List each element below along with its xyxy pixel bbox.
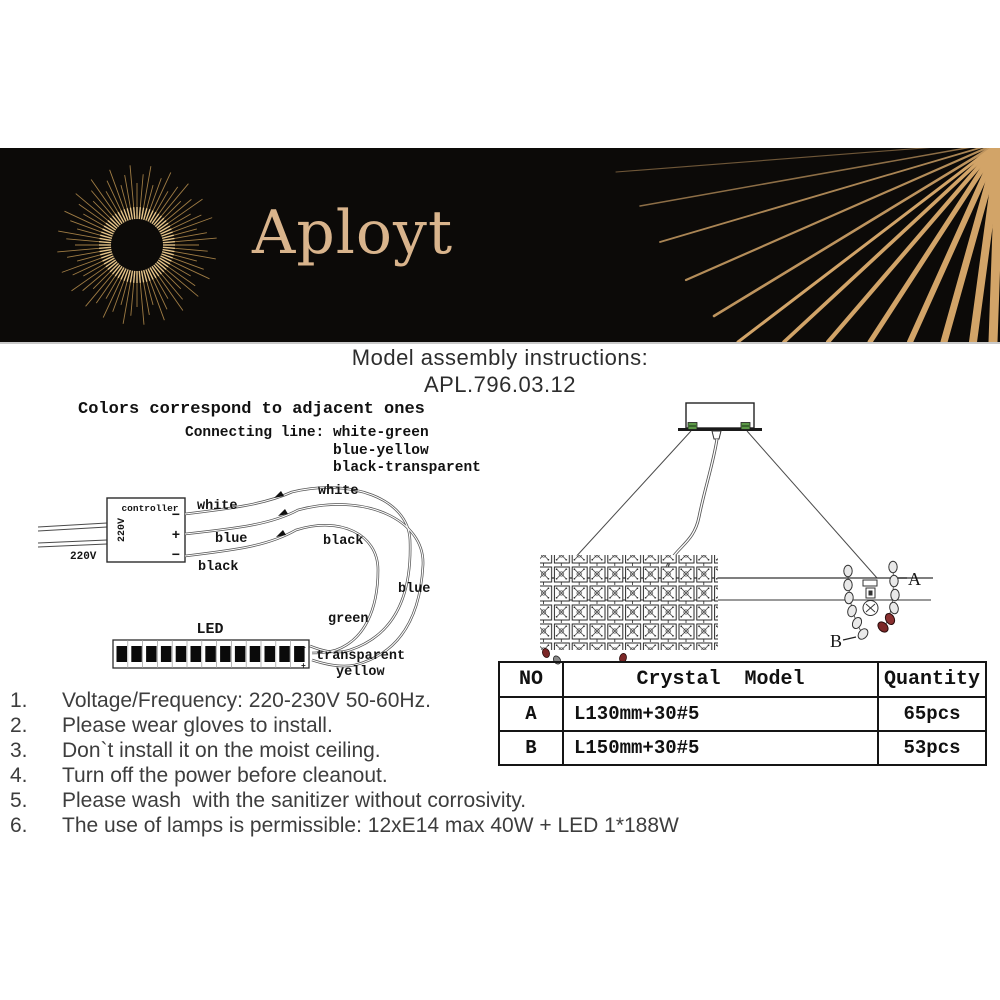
flow-arrows: [274, 491, 288, 537]
terminal-minus-top: −: [172, 508, 180, 524]
connecting-label: Connecting line:: [185, 425, 333, 441]
item-number: 1.: [10, 689, 28, 712]
list-item: 3. Don`t install it on the moist ceiling…: [10, 738, 790, 763]
mains-voltage-label: 220V: [70, 551, 97, 563]
connection-wires: [184, 486, 425, 668]
col-header-qty: Quantity: [877, 661, 987, 698]
item-number: 3.: [10, 739, 28, 762]
crystal-strand-a: [877, 560, 900, 633]
item-number: 5.: [10, 789, 28, 812]
led-terminal-plus: +: [301, 662, 306, 671]
item-number: 6.: [10, 814, 28, 837]
item-text: Don`t install it on the moist ceiling.: [62, 739, 381, 762]
brand-wordmark: Aployt: [252, 198, 454, 268]
list-item: 6. The use of lamps is permissible: 12xE…: [10, 813, 790, 838]
model-number: APL.796.03.12: [423, 372, 577, 397]
loop-label-black: black: [323, 534, 364, 549]
led-wire-yellow: yellow: [336, 665, 386, 680]
title-block: Model assembly instructions: APL.796.03.…: [0, 345, 1000, 398]
parts-table: NO Crystal Model Quantity A L130mm+30#5 …: [498, 661, 987, 766]
item-text: Please wear gloves to install.: [62, 714, 333, 737]
item-text: The use of lamps is permissible: 12xE14 …: [62, 814, 679, 837]
banner-rays-icon: [615, 148, 1000, 342]
controller-voltage-label: 220V: [117, 518, 128, 542]
controller-box: [106, 497, 186, 563]
led-wire-green: green: [328, 612, 369, 627]
chandelier-diagram: A B: [540, 402, 933, 665]
item-text: Voltage/Frequency: 220-230V 50-60Hz.: [62, 689, 431, 712]
led-terminal-minus: −: [301, 644, 306, 653]
terminal-plus: +: [172, 528, 180, 544]
brand-banner: Aployt: [0, 148, 1000, 344]
cell-model: L130mm+30#5: [562, 696, 879, 732]
connecting-lines: Connecting line: white-green blue-yellow…: [185, 425, 481, 478]
led-strip: [112, 639, 310, 669]
col-header-model: Crystal Model: [562, 661, 879, 698]
cell-model: L150mm+30#5: [562, 730, 879, 766]
led-wire-transparent: transparent: [316, 649, 405, 664]
page-title: Model assembly instructions:: [351, 345, 649, 370]
table-row: B L150mm+30#5 53pcs: [498, 730, 987, 766]
lamp-assembly: [862, 579, 879, 616]
wiring-diagram: 220V controller 220V − + −: [37, 484, 430, 680]
out-label-white: white: [197, 499, 238, 514]
loop-label-blue: blue: [398, 582, 430, 597]
loop-label-white: white: [318, 484, 359, 499]
wiring-heading: Colors correspond to adjacent ones: [78, 400, 425, 419]
sunburst-logo-icon: [57, 165, 217, 325]
terminal-minus-bottom: −: [172, 548, 180, 564]
pair-black-transparent: black-transparent: [332, 460, 481, 476]
item-number: 2.: [10, 714, 28, 737]
pair-blue-yellow: blue-yellow: [332, 442, 429, 459]
bulb-icon: [862, 600, 879, 616]
list-item: 1. Voltage/Frequency: 220-230V 50-60Hz.: [10, 688, 790, 713]
item-number: 4.: [10, 764, 28, 787]
table-header-row: NO Crystal Model Quantity: [498, 661, 987, 698]
out-label-blue: blue: [215, 532, 247, 547]
callout-a: A: [908, 569, 921, 589]
ceiling-mount: [678, 402, 762, 440]
cell-qty: 53pcs: [877, 730, 987, 766]
callout-b: B: [830, 631, 842, 651]
crystal-strand-b: [843, 564, 869, 640]
led-label: LED: [196, 621, 223, 638]
list-item: 5. Please wash with the sanitizer withou…: [10, 788, 790, 813]
pair-white-green: white-green: [332, 425, 429, 441]
table-row: A L130mm+30#5 65pcs: [498, 696, 987, 732]
item-text: Turn off the power before cleanout.: [62, 764, 388, 787]
out-label-black: black: [198, 560, 239, 575]
cell-no: B: [498, 730, 564, 766]
controller-label: controller: [121, 503, 178, 514]
cell-qty: 65pcs: [877, 696, 987, 732]
item-text: Please wash with the sanitizer without c…: [62, 789, 527, 812]
cell-no: A: [498, 696, 564, 732]
list-item: 4. Turn off the power before cleanout.: [10, 763, 790, 788]
list-item: 2. Please wear gloves to install.: [10, 713, 790, 738]
crystal-array: [540, 555, 718, 650]
col-header-no: NO: [498, 661, 564, 698]
instructions-list: 1. Voltage/Frequency: 220-230V 50-60Hz. …: [10, 688, 790, 838]
mains-wires: [37, 522, 108, 548]
